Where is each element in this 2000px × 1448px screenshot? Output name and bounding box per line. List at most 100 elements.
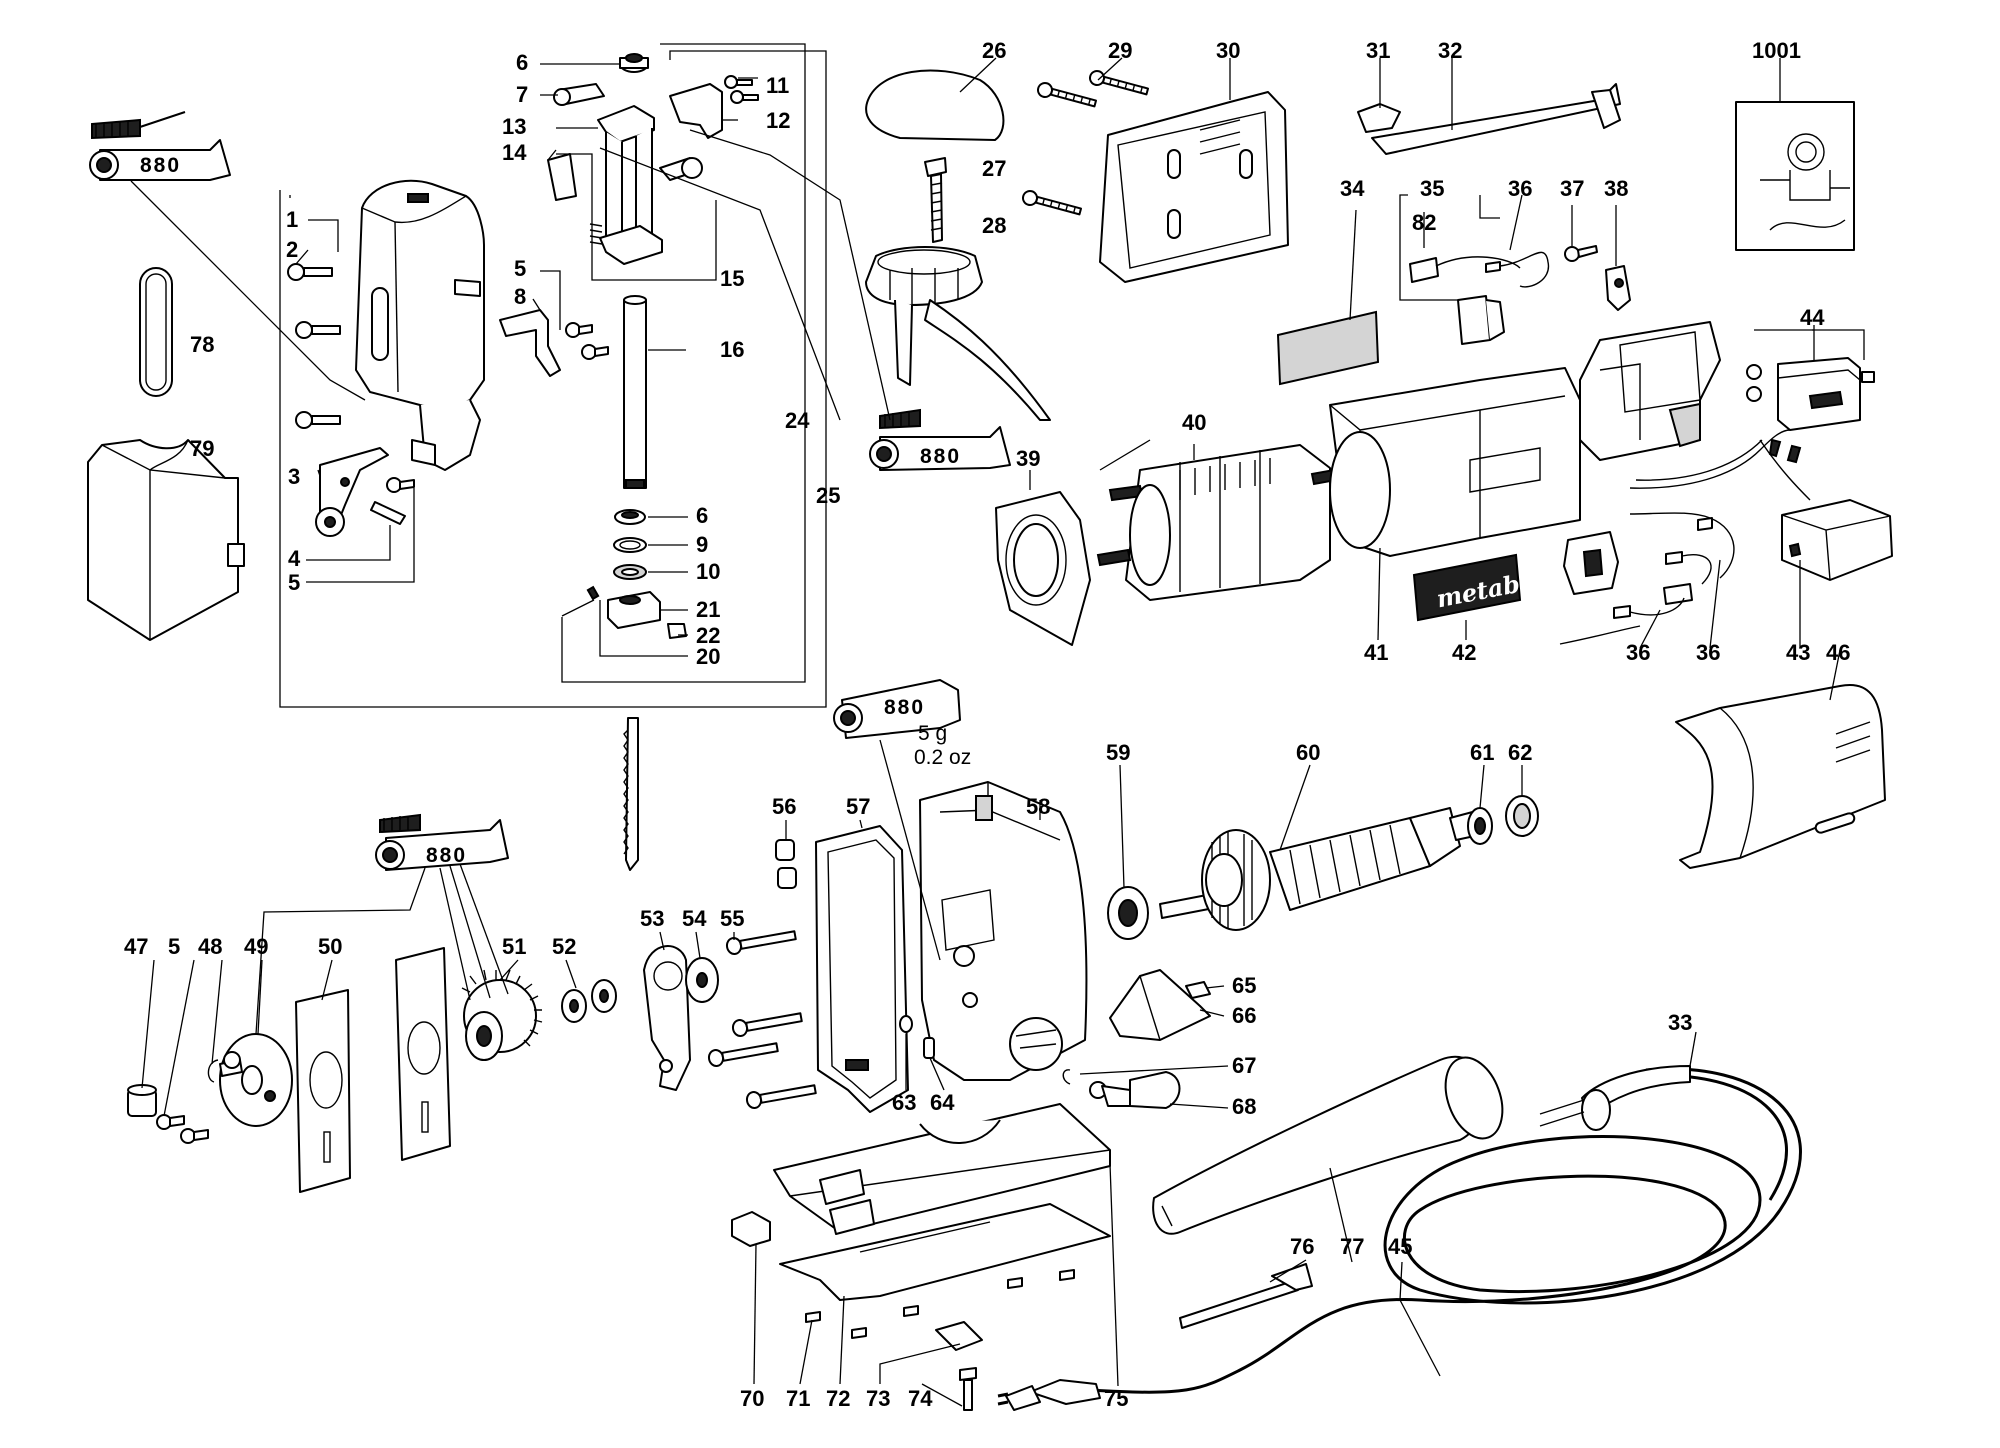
part-44-switch [1746, 357, 1875, 431]
grease-amount-g: 5 g [918, 722, 947, 745]
callout-7: 7 [516, 82, 528, 107]
part-63-ring [899, 1015, 913, 1033]
part-31-switch-knob [1357, 103, 1401, 133]
callout-24: 24 [785, 408, 810, 433]
part-3-lever [315, 447, 389, 537]
callout-33: 33 [1668, 1010, 1692, 1035]
callout-48: 48 [198, 934, 222, 959]
callout-71: 71 [786, 1386, 810, 1411]
part-78-band [139, 267, 173, 397]
callout-45: 45 [1388, 1234, 1412, 1259]
callout-1001: 1001 [1752, 38, 1801, 63]
callout-75: 75 [1104, 1386, 1128, 1411]
callout-labels: 6 7 13 14 11 12 1 2 3 4 5 5 8 15 16 24 2… [124, 38, 1850, 1411]
callout-22: 22 [696, 623, 720, 648]
part-35-brush-holder [1457, 295, 1505, 345]
callout-11: 11 [766, 73, 789, 98]
part-8-plate [499, 309, 561, 377]
callout-27: 27 [982, 156, 1006, 181]
callout-73: 73 [866, 1386, 890, 1411]
callout-25: 25 [816, 483, 840, 508]
callout-2: 2 [286, 237, 298, 262]
part-5-screws-lower [156, 1114, 209, 1144]
part-55-screws [707, 930, 817, 1109]
callout-62: 62 [1508, 740, 1532, 765]
callout-13: 13 [502, 114, 526, 139]
callout-6-lower: 6 [696, 503, 708, 528]
callout-31: 31 [1366, 38, 1390, 63]
part-39-fan-guide [995, 491, 1091, 646]
grease-tube-top-left: 880 [89, 111, 231, 181]
grease-amount-oz: 0.2 oz [914, 746, 971, 769]
callout-35: 35 [1420, 176, 1444, 201]
callout-65: 65 [1232, 973, 1256, 998]
grease-880-label-a: 880 [140, 154, 181, 177]
callout-79: 79 [190, 436, 214, 461]
callout-20: 20 [696, 644, 720, 669]
part-61-bearing [1467, 807, 1493, 845]
part-38-clamp [1605, 265, 1631, 311]
grease-880-label-b: 880 [920, 445, 961, 468]
callout-36-b: 36 [1696, 640, 1720, 665]
part-26-cap [865, 69, 1005, 141]
callout-74: 74 [908, 1386, 933, 1411]
callout-10: 10 [696, 559, 720, 584]
part-16-plunger [623, 295, 647, 489]
callout-39: 39 [1016, 446, 1040, 471]
callout-51: 51 [502, 934, 526, 959]
callout-66: 66 [1232, 1003, 1256, 1028]
part-4-pin [370, 501, 406, 525]
part-13-guide-frame [597, 105, 703, 265]
part-46-rear-cover [1675, 683, 1886, 869]
part-36-brushes-lower [1559, 551, 1712, 645]
callout-55: 55 [720, 906, 744, 931]
callout-15: 15 [720, 266, 744, 291]
part-77-extraction-nozzle [1152, 1056, 1504, 1235]
callout-56: 56 [772, 794, 796, 819]
part-59-bearing [1107, 886, 1149, 940]
motor-wires [1629, 429, 1811, 579]
part-74-screw [959, 1367, 977, 1411]
callout-78: 78 [190, 332, 214, 357]
callout-50: 50 [318, 934, 342, 959]
callout-36-a: 36 [1626, 640, 1650, 665]
part-67-clip [1062, 1069, 1071, 1085]
part-32-slide-bar [1371, 83, 1621, 155]
callout-9: 9 [696, 532, 708, 557]
leader-lines [130, 57, 1865, 1407]
part-57-gasket [815, 825, 909, 1113]
part-52-spacers [561, 979, 617, 1023]
part-27-screw [924, 157, 947, 243]
part-6-bushing-top [619, 53, 649, 73]
callout-8: 8 [514, 284, 526, 309]
callout-16: 16 [720, 337, 744, 362]
part-43-capacitor [1781, 499, 1893, 581]
callout-12: 12 [766, 108, 790, 133]
part-45-power-cord [997, 1067, 1802, 1411]
callout-34: 34 [1340, 176, 1365, 201]
part-29-screws [1022, 70, 1150, 216]
part-40-stator [1096, 444, 1338, 601]
part-56-pins [775, 839, 797, 889]
callout-26: 26 [982, 38, 1006, 63]
callout-49: 49 [244, 934, 268, 959]
callout-29: 29 [1108, 38, 1132, 63]
callout-32: 32 [1438, 38, 1462, 63]
callout-21: 21 [696, 597, 720, 622]
grease-tube-center: 880 5 g 0.2 oz [833, 679, 971, 769]
callout-59: 59 [1106, 740, 1130, 765]
part-65-pad [1185, 981, 1211, 999]
part-1001-diagram [1735, 101, 1855, 251]
callout-37: 37 [1560, 176, 1584, 201]
part-36-brush-holder-lower [1563, 531, 1619, 595]
callout-3: 3 [288, 464, 300, 489]
part-33-cord-sleeve [1539, 1065, 1691, 1131]
grease-tube-mid: 880 [869, 408, 1011, 471]
part-53-rocker [643, 945, 691, 1091]
part-34-label [1276, 310, 1380, 386]
part-5-screw-upper [386, 477, 415, 493]
part-6-9-10-rings [613, 509, 647, 580]
callout-82: 82 [1412, 210, 1436, 235]
callout-43: 43 [1786, 640, 1810, 665]
